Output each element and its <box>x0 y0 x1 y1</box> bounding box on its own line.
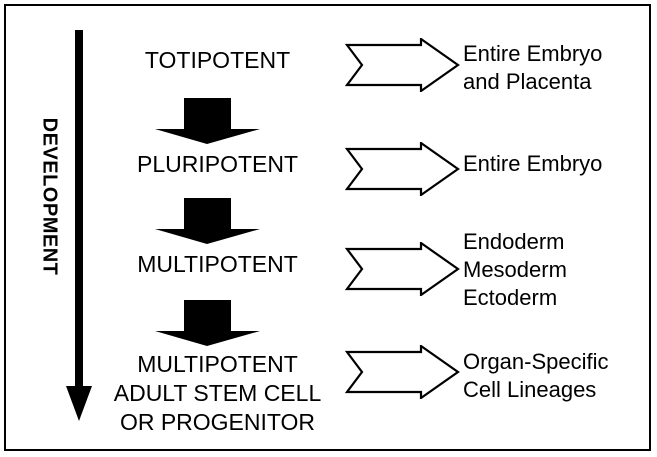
hollow-right-arrow-icon <box>343 242 461 296</box>
hollow-right-arrow-icon <box>343 38 461 92</box>
solid-down-arrow-icon <box>155 300 260 348</box>
development-axis-label: DEVELOPMENT <box>38 117 61 276</box>
stage-name-multipotent: MULTIPOTENT <box>137 251 298 277</box>
diagram-border <box>4 4 651 451</box>
solid-down-arrow-icon <box>155 98 260 146</box>
stage-outcome-pluripotent: Entire Embryo <box>463 151 603 176</box>
development-direction-arrow-icon <box>62 30 96 422</box>
hollow-right-arrow-icon <box>343 142 461 196</box>
stage-outcome-multipotent-adult-stem-cell: Organ-Specific Cell Lineages <box>463 349 609 402</box>
stage-outcome-multipotent: Endoderm Mesoderm Ectoderm <box>463 229 567 310</box>
development-axis: DEVELOPMENT <box>14 30 124 430</box>
stage-name-pluripotent: PLURIPOTENT <box>136 151 299 177</box>
solid-down-arrow-icon <box>155 198 260 246</box>
stage-name-multipotent-adult-stem-cell: MULTIPOTENT ADULT STEM CELL OR PROGENITO… <box>113 351 322 435</box>
stage-name-totipotent: TOTIPOTENT <box>144 47 291 73</box>
stage-outcome-totipotent: Entire Embryo and Placenta <box>463 41 603 94</box>
hollow-right-arrow-icon <box>343 345 461 399</box>
